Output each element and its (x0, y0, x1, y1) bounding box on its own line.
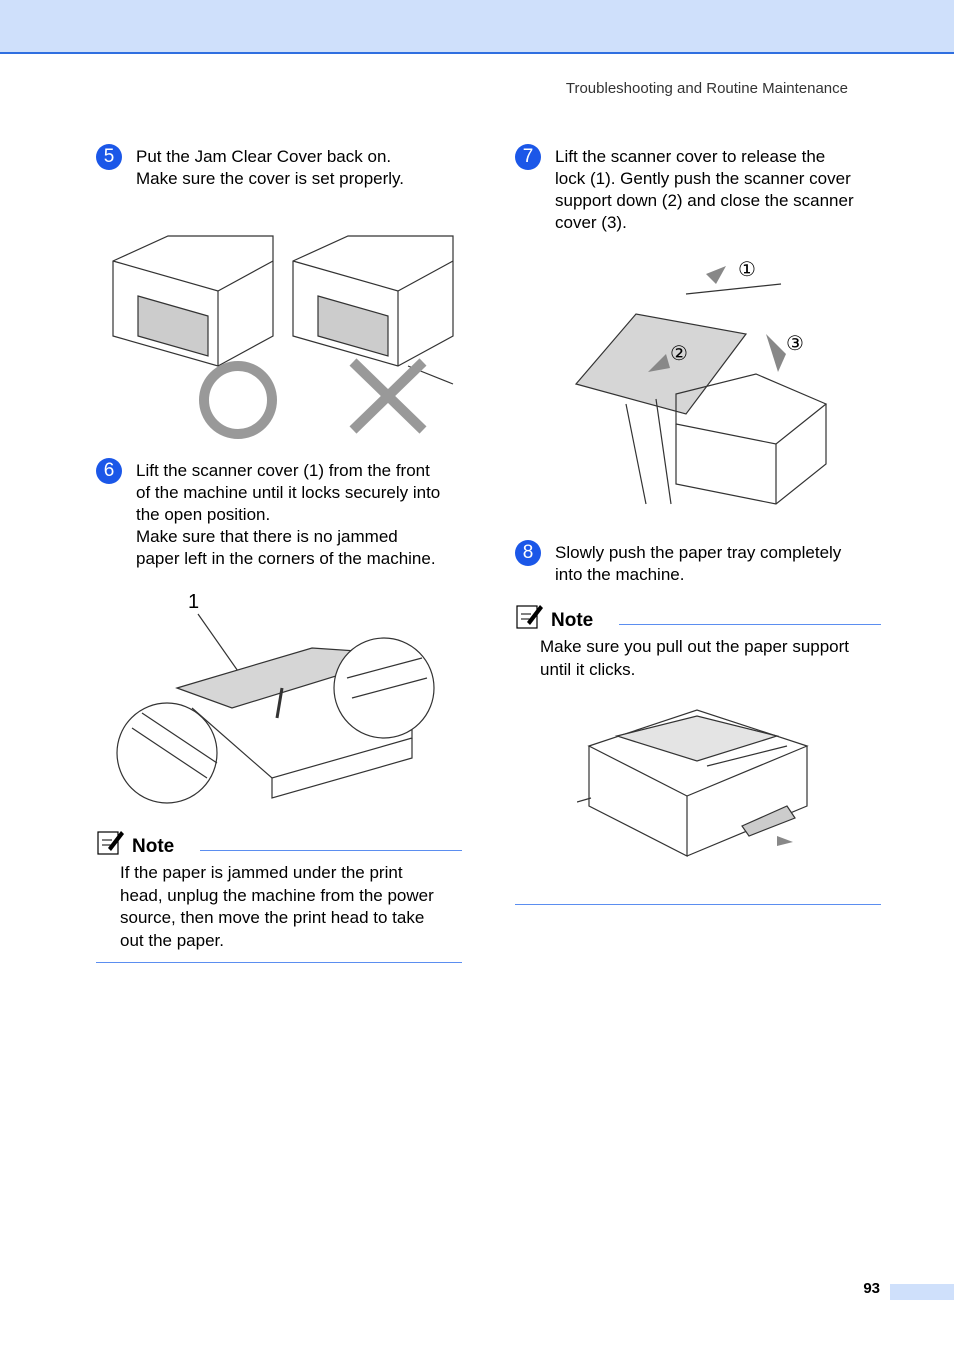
note-title: Note (551, 610, 594, 631)
note-pencil-icon (516, 605, 543, 629)
page-number: 93 (863, 1280, 880, 1297)
paper-support-illustration (577, 709, 809, 857)
ok-circle-icon (199, 361, 277, 439)
arrow-push-icon (648, 354, 670, 372)
callout-2: ② (670, 341, 688, 365)
step-number-badge: 5 (96, 144, 122, 170)
note-top-rule (200, 850, 462, 851)
arrow-up-icon (706, 266, 726, 284)
note-box: Note Make sure you pull out the paper su… (515, 602, 881, 908)
step-text: Lift the scanner cover to release the lo… (555, 147, 854, 232)
running-header: Troubleshooting and Routine Maintenance (565, 80, 848, 97)
callout-label: 1 (188, 591, 199, 613)
callout-1: ① (738, 257, 756, 281)
scanner-lift-illustration: 1 (116, 591, 435, 804)
note-bottom-rule (515, 904, 881, 905)
cover-illustration (112, 235, 454, 439)
step-number-badge: 7 (515, 144, 541, 170)
header-band (0, 0, 954, 54)
note-text: If the paper is jammed under the print h… (120, 863, 434, 950)
step-number-badge: 6 (96, 458, 122, 484)
note-text: Make sure you pull out the paper support… (540, 637, 850, 679)
arrow-down-icon (766, 334, 786, 372)
note-pencil-icon (97, 831, 124, 855)
step-text: Lift the scanner cover (1) from the fron… (136, 461, 441, 568)
arrow-pull-icon (777, 836, 793, 846)
step-text: Put the Jam Clear Cover back on. Make su… (136, 147, 405, 188)
note-top-rule (619, 624, 881, 625)
step-text: Slowly push the paper tray completely in… (555, 543, 842, 584)
note-box: Note If the paper is jammed under the pr… (96, 828, 462, 968)
page-tab (890, 1284, 954, 1300)
callout-3: ③ (786, 331, 804, 355)
wrong-cross-icon (349, 358, 427, 434)
note-bottom-rule (96, 962, 462, 963)
step-number-badge: 8 (515, 540, 541, 566)
scanner-close-illustration: ① ② ③ (574, 257, 828, 505)
note-title: Note (132, 836, 175, 857)
